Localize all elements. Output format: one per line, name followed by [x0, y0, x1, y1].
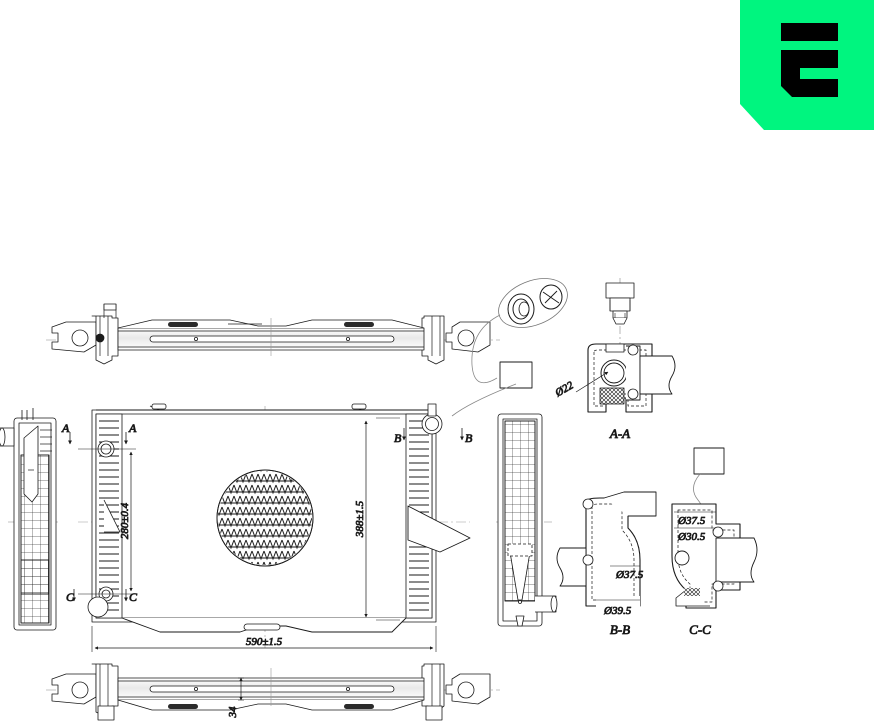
dimension-bb-395-label: Ø39.5	[603, 605, 632, 617]
dimension-34: 34	[227, 677, 244, 719]
dimension-34-label: 34	[227, 706, 239, 719]
dimension-280-label: 280±0.4	[119, 502, 131, 539]
right-side-view	[496, 413, 558, 627]
core-fin-detail	[216, 469, 314, 567]
dimension-280: 280±0.4	[78, 448, 136, 595]
section-a-a-label: A-A	[609, 426, 630, 441]
section-marker-c: C C	[66, 589, 138, 604]
section-marker-b-right: B	[465, 431, 473, 445]
section-b-b-view: Ø37.5 Ø39.5 B-B	[556, 491, 657, 637]
brand-logo	[740, 0, 874, 130]
top-view	[46, 303, 500, 365]
brand-logo-letter	[781, 23, 838, 97]
section-marker-b: B B	[394, 428, 473, 445]
brand-logo-svg	[740, 0, 874, 130]
section-marker-a: A A	[61, 421, 137, 445]
section-c-c-view: Ø37.5 Ø30.5 C-C	[671, 447, 758, 637]
section-marker-c-right: C	[129, 590, 138, 604]
left-side-view	[0, 408, 58, 631]
front-view: 280±0.4 388±1.5 590±1.5	[61, 403, 473, 652]
section-a-a-view: Ø22 A-A	[552, 278, 676, 441]
section-marker-c-left: C	[66, 590, 75, 604]
dimension-590-label: 590±1.5	[246, 636, 283, 648]
dimension-cc-375-label: Ø37.5	[677, 515, 706, 527]
section-marker-a-right: A	[128, 421, 137, 435]
dimension-388-label: 388±1.5	[354, 500, 366, 538]
dimension-590: 590±1.5	[91, 626, 437, 652]
dimension-bore-22-label: Ø22	[552, 379, 576, 400]
seal-detail-balloon	[451, 278, 568, 417]
section-marker-b-left: B	[394, 431, 402, 445]
section-c-c-label: C-C	[689, 622, 711, 637]
section-marker-a-left: A	[61, 421, 70, 435]
dimension-bb-375-label: Ø37.5	[615, 569, 644, 581]
dimension-388: 388±1.5	[354, 417, 400, 621]
section-b-b-label: B-B	[610, 622, 630, 637]
bottom-view: 34	[46, 663, 500, 721]
dimension-cc-305-label: Ø30.5	[677, 531, 706, 543]
